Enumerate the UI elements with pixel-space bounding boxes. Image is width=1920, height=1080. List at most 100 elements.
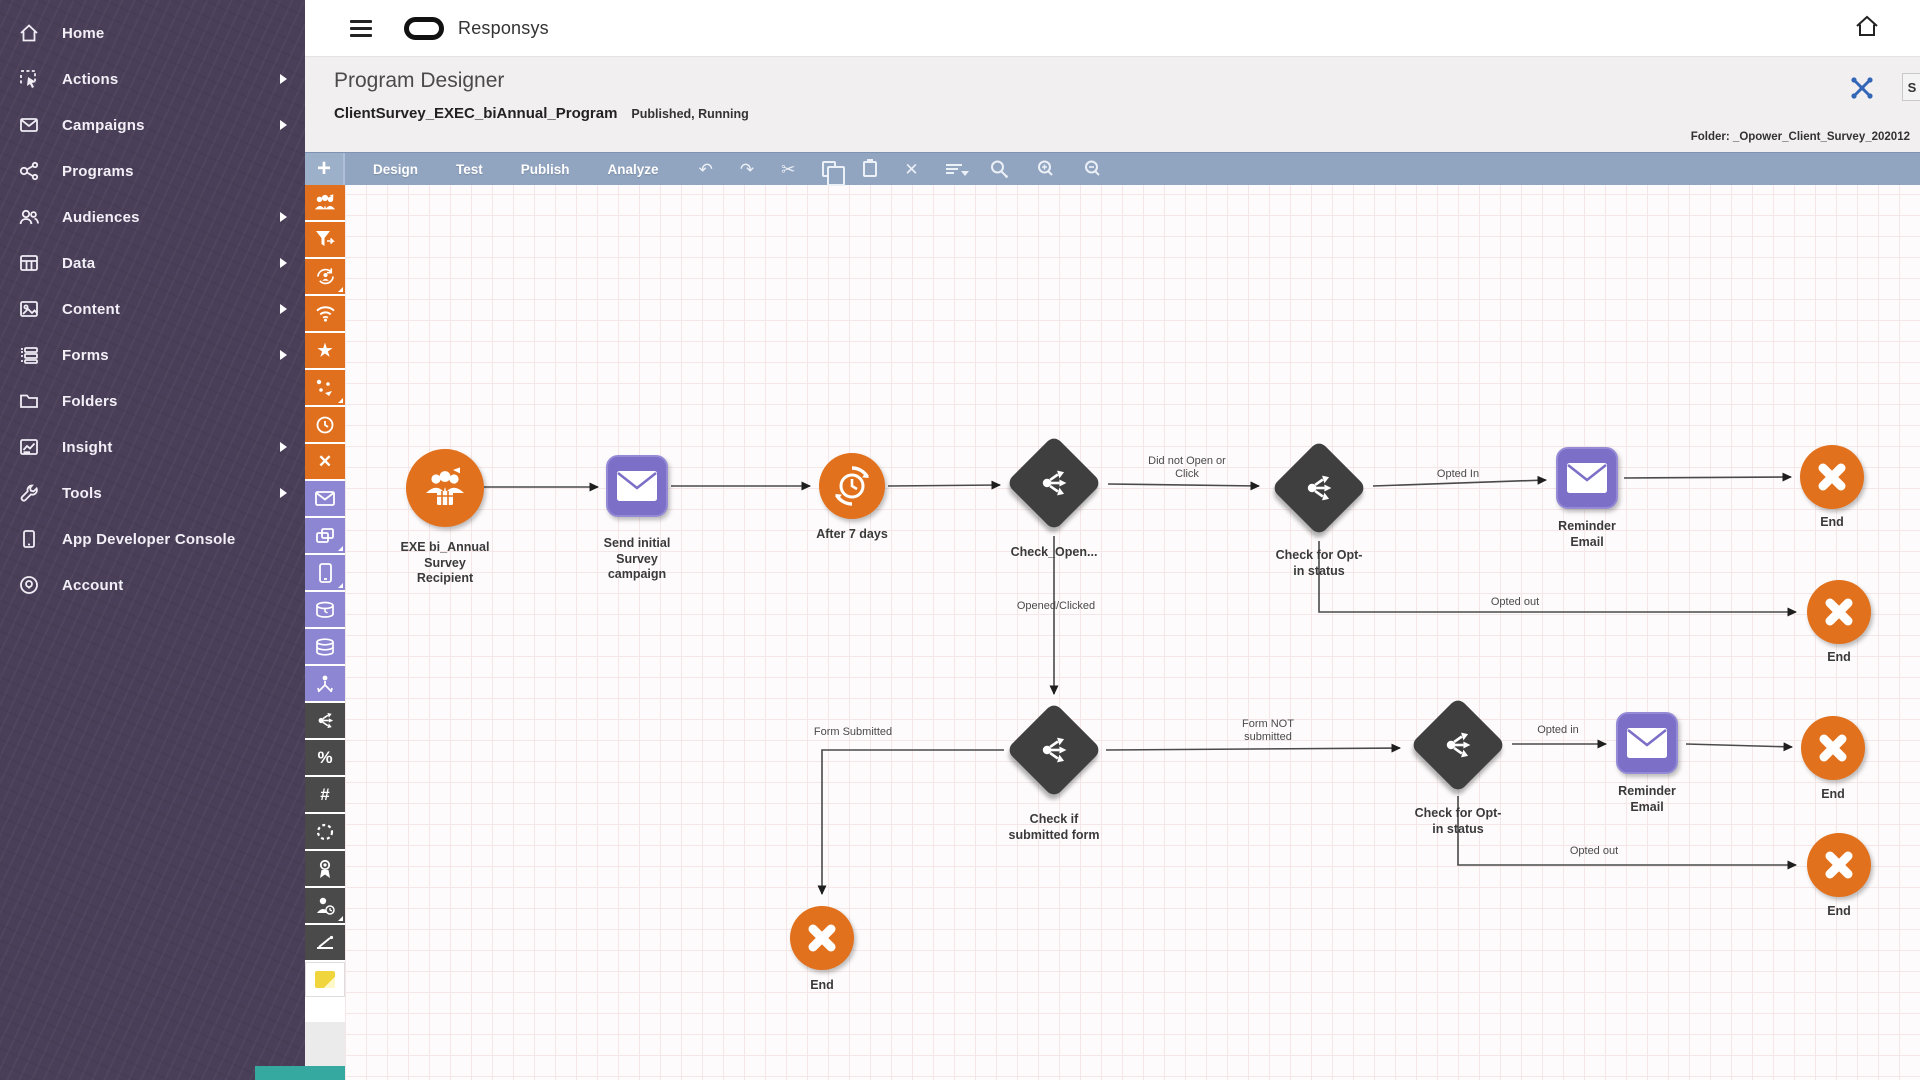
edge-label-opted-out-1: Opted out <box>1490 596 1540 608</box>
actions-icon <box>16 66 42 92</box>
sidebar-item-label: Tools <box>62 484 102 502</box>
sidebar-item-content[interactable]: Content <box>0 286 305 332</box>
palette-reentry-person-icon[interactable] <box>305 259 345 294</box>
content-icon <box>16 296 42 322</box>
flow-node-send-initial-campaign[interactable] <box>606 455 668 517</box>
campaigns-icon <box>16 112 42 138</box>
flow-node-reminder-email-1[interactable] <box>1556 447 1618 509</box>
palette-decision-switch-icon[interactable] <box>305 703 345 738</box>
flow-node-end-5[interactable] <box>1807 833 1871 897</box>
program-header: Program Designer ClientSurvey_EXEC_biAnn… <box>305 57 1920 152</box>
palette-timer-icon[interactable] <box>305 407 345 442</box>
sidebar-item-data[interactable]: Data <box>0 240 305 286</box>
palette-profile-badge-icon[interactable] <box>305 851 345 886</box>
palette-mobile-campaign-icon[interactable] <box>305 555 345 590</box>
sidebar-item-label: Campaigns <box>62 116 145 134</box>
design-canvas[interactable] <box>345 152 1920 1080</box>
flow-node-check-opt-in-1[interactable] <box>1270 439 1368 537</box>
tab-design[interactable]: Design <box>373 161 419 177</box>
sidebar-item-label: App Developer Console <box>62 530 236 548</box>
zoom-icon[interactable] <box>989 159 1009 179</box>
flow-node-label: Check for Opt- in status <box>1414 806 1502 836</box>
programs-icon <box>16 158 42 184</box>
sidebar-item-programs[interactable]: Programs <box>0 148 305 194</box>
flow-node-reminder-email-2[interactable] <box>1616 712 1678 774</box>
palette-allocation-icon[interactable]: # <box>305 777 345 812</box>
paste-icon[interactable] <box>863 159 878 177</box>
copy-icon[interactable] <box>822 161 846 186</box>
oracle-logo-icon <box>404 16 444 40</box>
add-stage-button[interactable]: + <box>305 152 345 186</box>
flow-node-label: End <box>1820 515 1844 529</box>
flow-node-end-3[interactable] <box>790 906 854 970</box>
palette-wifi-icon[interactable] <box>305 296 345 331</box>
flow-node-label: End <box>1827 904 1851 918</box>
submenu-arrow-icon <box>280 304 287 314</box>
palette-gate-switch-icon[interactable] <box>305 925 345 960</box>
home-nav-icon[interactable] <box>1854 14 1880 43</box>
undo-icon[interactable]: ↶ <box>698 159 713 179</box>
flow-node-label: Check_Open... <box>1010 545 1098 559</box>
cut-icon[interactable]: ✂ <box>781 159 796 179</box>
program-status-badge: Published, Running <box>631 107 749 121</box>
sidebar-item-folders[interactable]: Folders <box>0 378 305 424</box>
palette-note-icon[interactable] <box>305 962 345 997</box>
flow-node-label: After 7 days <box>816 527 888 541</box>
delete-icon[interactable]: ✕ <box>904 159 919 179</box>
sidebar-item-actions[interactable]: Actions <box>0 56 305 102</box>
palette-percentage-split-icon[interactable]: % <box>305 740 345 775</box>
palette-email-campaign-icon[interactable] <box>305 481 345 516</box>
data-icon <box>16 250 42 276</box>
tab-test[interactable]: Test <box>456 161 483 177</box>
tab-publish[interactable]: Publish <box>520 161 570 177</box>
palette-audience-icon[interactable] <box>305 185 345 220</box>
flow-node-end-2[interactable] <box>1807 580 1871 644</box>
sidebar-item-home[interactable]: Home <box>0 10 305 56</box>
brand-name: Responsys <box>458 17 549 38</box>
flow-node-label: End <box>1821 787 1845 801</box>
submenu-arrow-icon <box>280 442 287 452</box>
palette-multi-campaign-icon[interactable] <box>305 518 345 553</box>
save-button-partial[interactable]: S <box>1902 73 1920 101</box>
submenu-arrow-icon <box>280 488 287 498</box>
sidebar-item-label: Forms <box>62 346 109 364</box>
flow-node-check-if-submitted-form[interactable] <box>1005 701 1103 799</box>
zoom-out-icon[interactable] <box>1083 159 1103 179</box>
palette-favorite-icon[interactable]: ★ <box>305 333 345 368</box>
palette-filter-icon[interactable] <box>305 222 345 257</box>
palette-event-path-icon[interactable] <box>305 370 345 405</box>
flow-node-label: End <box>810 978 834 992</box>
zoom-in-icon[interactable] <box>1036 159 1056 179</box>
sidebar-item-account[interactable]: Account <box>0 562 305 608</box>
sidebar-item-forms[interactable]: Forms <box>0 332 305 378</box>
sidebar-item-tools[interactable]: Tools <box>0 470 305 516</box>
palette-data-wait-icon[interactable] <box>305 592 345 627</box>
flow-node-end-1[interactable] <box>1800 445 1864 509</box>
flow-node-check-opt-in-2[interactable] <box>1409 696 1507 794</box>
edge-label-form-not-submitted: Form NOT submitted <box>1242 718 1294 744</box>
tab-analyze[interactable]: Analyze <box>607 161 659 177</box>
redo-icon[interactable]: ↷ <box>739 159 755 179</box>
fullscreen-expand-icon[interactable] <box>1849 75 1875 101</box>
flow-node-start-audience[interactable] <box>406 449 484 527</box>
sidebar-item-app-developer-console[interactable]: App Developer Console <box>0 516 305 562</box>
align-list-icon[interactable] <box>945 162 969 176</box>
sidebar-item-campaigns[interactable]: Campaigns <box>0 102 305 148</box>
hamburger-menu-icon[interactable] <box>350 16 372 41</box>
sidebar-item-audiences[interactable]: Audiences <box>0 194 305 240</box>
palette-end-icon[interactable]: ✕ <box>305 444 345 479</box>
flow-node-after-7-days[interactable] <box>819 453 885 519</box>
app-header: Responsys <box>305 0 1920 57</box>
flow-node-end-4[interactable] <box>1801 716 1865 780</box>
folder-breadcrumb: Folder: _Opower_Client_Survey_202012 <box>1690 131 1910 143</box>
sidebar-item-insight[interactable]: Insight <box>0 424 305 470</box>
folders-icon <box>16 388 42 414</box>
sidebar-item-label: Insight <box>62 438 113 456</box>
palette-loop-icon[interactable] <box>305 814 345 849</box>
program-name: ClientSurvey_EXEC_biAnnual_Program <box>334 105 618 122</box>
palette-ab-test-icon[interactable] <box>305 666 345 701</box>
sidebar-item-label: Data <box>62 254 96 272</box>
palette-person-wait-icon[interactable] <box>305 888 345 923</box>
flow-node-check-open[interactable] <box>1005 434 1103 532</box>
palette-data-switch-icon[interactable] <box>305 629 345 664</box>
